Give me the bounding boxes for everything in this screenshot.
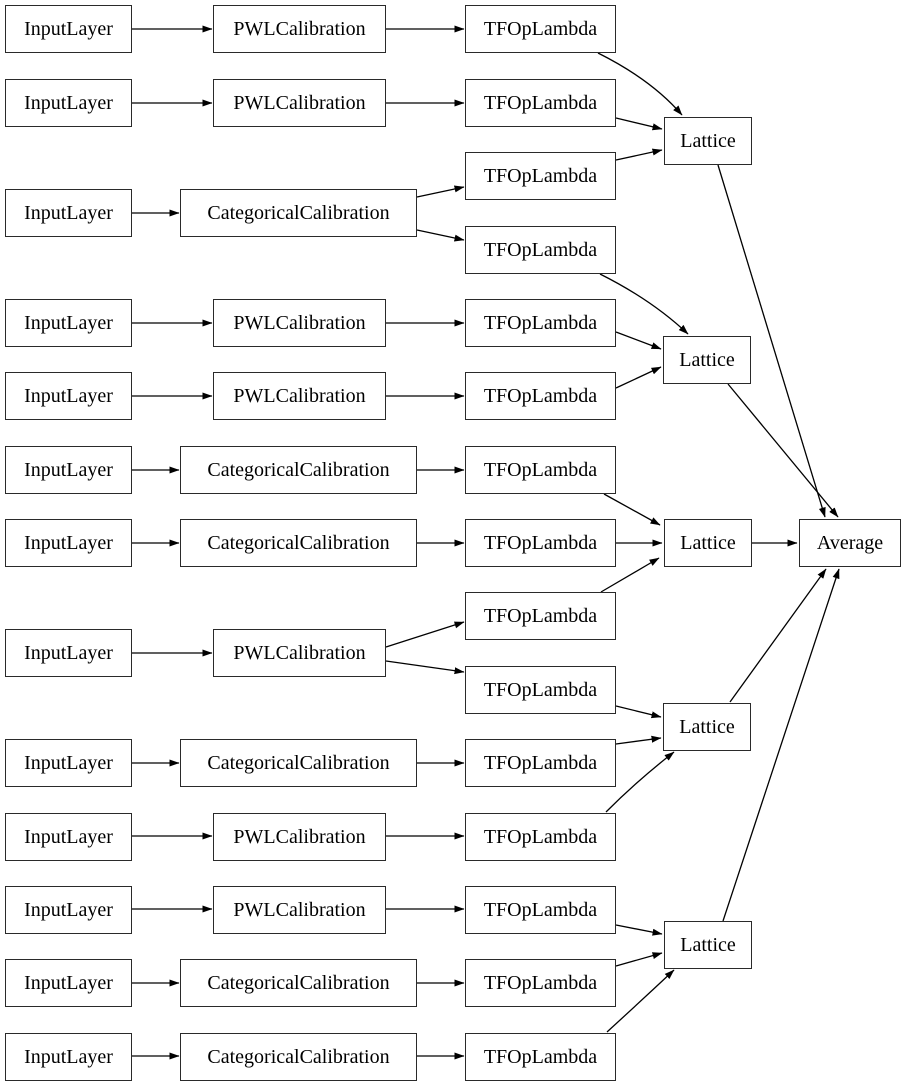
node-pwl11-pwl: PWLCalibration xyxy=(213,886,386,934)
node-cc3-cat: CategoricalCalibration xyxy=(180,189,417,237)
edge-tfo12-to-lat5 xyxy=(615,952,663,967)
edge-tfo11-to-lat5 xyxy=(615,924,663,936)
node-tfo8b-tfop: TFOpLambda xyxy=(465,666,616,714)
node-pwl1-pwl: PWLCalibration xyxy=(213,5,386,53)
edge-lat1-to-avg xyxy=(717,164,826,518)
node-tfo9-tfop: TFOpLambda xyxy=(465,739,616,787)
node-pwl5-pwl: PWLCalibration xyxy=(213,372,386,420)
node-tfo13-tfop: TFOpLambda xyxy=(465,1033,616,1081)
node-lat5-lattice: Lattice xyxy=(664,921,752,969)
node-tfo1-tfop: TFOpLambda xyxy=(465,5,616,53)
node-cc9-cat: CategoricalCalibration xyxy=(180,739,417,787)
node-tfo8a-tfop: TFOpLambda xyxy=(465,592,616,640)
node-il1-input: InputLayer xyxy=(5,5,132,53)
edge-tfo6-to-lat3 xyxy=(603,493,661,526)
edge-tfo13-to-lat5 xyxy=(606,969,675,1033)
edge-tfo2-to-lat1 xyxy=(615,117,663,131)
edge-lat4-to-avg xyxy=(729,568,827,703)
node-il7-input: InputLayer xyxy=(5,519,132,567)
edge-tfo1-to-lat1 xyxy=(597,52,683,116)
node-il3-input: InputLayer xyxy=(5,189,132,237)
node-pwl10-pwl: PWLCalibration xyxy=(213,813,386,861)
edge-pwl8-to-tfo8a xyxy=(385,621,465,648)
node-il6-input: InputLayer xyxy=(5,446,132,494)
node-il5-input: InputLayer xyxy=(5,372,132,420)
node-cc6-cat: CategoricalCalibration xyxy=(180,446,417,494)
node-cc13-cat: CategoricalCalibration xyxy=(180,1033,417,1081)
edge-cc3-to-tfo3a xyxy=(416,185,465,198)
node-lat3-lattice: Lattice xyxy=(664,519,752,567)
node-pwl8-pwl: PWLCalibration xyxy=(213,629,386,677)
node-il11-input: InputLayer xyxy=(5,886,132,934)
node-cc12-cat: CategoricalCalibration xyxy=(180,959,417,1007)
edge-tfo4-to-lat2 xyxy=(615,331,662,350)
edge-tfo5-to-lat2 xyxy=(615,366,662,389)
node-il12-input: InputLayer xyxy=(5,959,132,1007)
node-tfo11-tfop: TFOpLambda xyxy=(465,886,616,934)
node-cc7-cat: CategoricalCalibration xyxy=(180,519,417,567)
node-tfo10-tfop: TFOpLambda xyxy=(465,813,616,861)
node-pwl4-pwl: PWLCalibration xyxy=(213,299,386,347)
node-il9-input: InputLayer xyxy=(5,739,132,787)
node-lat2-lattice: Lattice xyxy=(663,336,751,384)
node-lat4-lattice: Lattice xyxy=(663,703,751,751)
node-il8-input: InputLayer xyxy=(5,629,132,677)
edge-tfo8b-to-lat4 xyxy=(615,705,662,719)
edge-lat2-to-avg xyxy=(727,383,839,518)
edge-tfo9-to-lat4 xyxy=(615,735,662,745)
edge-tfo3b-to-lat2 xyxy=(599,273,689,335)
edge-tfo10-to-lat4 xyxy=(605,751,675,813)
node-il2-input: InputLayer xyxy=(5,79,132,127)
node-tfo7-tfop: TFOpLambda xyxy=(465,519,616,567)
node-il10-input: InputLayer xyxy=(5,813,132,861)
node-tfo5-tfop: TFOpLambda xyxy=(465,372,616,420)
node-tfo2-tfop: TFOpLambda xyxy=(465,79,616,127)
edge-lat5-to-avg xyxy=(722,568,840,922)
edge-tfo8a-to-lat3 xyxy=(600,557,660,593)
node-il13-input: InputLayer xyxy=(5,1033,132,1081)
edge-cc3-to-tfo3b xyxy=(416,229,465,242)
edge-pwl8-to-tfo8b xyxy=(385,660,465,675)
node-tfo3b-tfop: TFOpLambda xyxy=(465,226,616,274)
node-tfo12-tfop: TFOpLambda xyxy=(465,959,616,1007)
node-tfo4-tfop: TFOpLambda xyxy=(465,299,616,347)
node-il4-input: InputLayer xyxy=(5,299,132,347)
node-pwl2-pwl: PWLCalibration xyxy=(213,79,386,127)
node-avg-average: Average xyxy=(799,519,901,567)
node-tfo6-tfop: TFOpLambda xyxy=(465,446,616,494)
node-lat1-lattice: Lattice xyxy=(664,117,752,165)
edge-tfo3a-to-lat1 xyxy=(615,148,663,161)
node-tfo3a-tfop: TFOpLambda xyxy=(465,152,616,200)
